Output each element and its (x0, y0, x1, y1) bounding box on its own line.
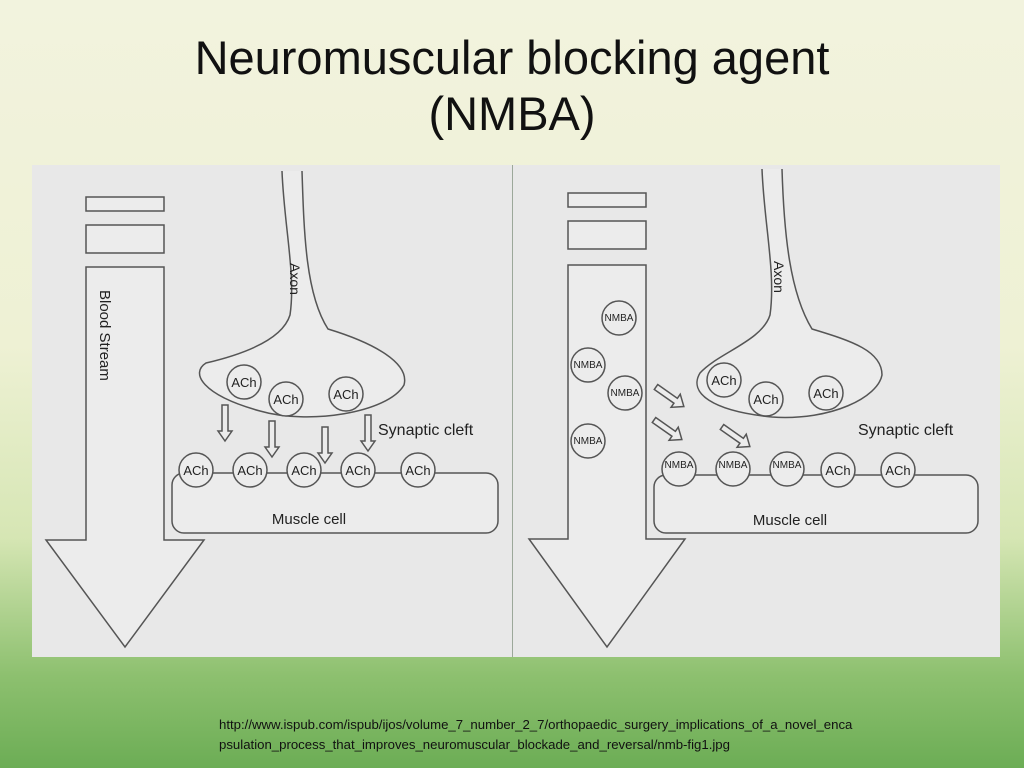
caption-line-2: psulation_process_that_improves_neuromus… (219, 737, 730, 752)
source-caption: http://www.ispub.com/ispub/ijos/volume_7… (219, 715, 1009, 755)
left-receptor-label-2: ACh (237, 463, 262, 478)
left-synaptic-cleft-label: Synaptic cleft (378, 422, 474, 439)
left-receptor-label-4: ACh (345, 463, 370, 478)
panel-divider (512, 165, 513, 657)
right-blood-nmba-label-1: NMBA (605, 313, 634, 324)
left-blood-stream-label: Blood Stream (96, 290, 113, 381)
right-synaptic-cleft-label: Synaptic cleft (858, 422, 954, 439)
right-blood-nmba-label-4: NMBA (574, 436, 603, 447)
left-receptor-label-3: ACh (291, 463, 316, 478)
title-line-2: (NMBA) (428, 87, 596, 140)
right-vesicle-label-2: ACh (753, 392, 778, 407)
left-receptor-3 (286, 452, 322, 488)
right-receptor-5 (880, 452, 916, 488)
left-release-arrow-2 (263, 420, 281, 459)
title-line-1: Neuromuscular blocking agent (194, 31, 830, 84)
left-vesicle-2 (268, 381, 304, 417)
right-blood-nmba-4 (570, 423, 606, 459)
right-receptor-4 (820, 452, 856, 488)
left-bloodstream-arrow (44, 266, 206, 649)
left-bloodstream-bar-large (85, 224, 165, 254)
left-vesicle-1 (226, 364, 262, 400)
left-panel: Blood Stream Axon ACh ACh ACh Synaptic c… (44, 170, 499, 649)
left-muscle-cell (171, 472, 499, 534)
left-receptor-1 (178, 452, 214, 488)
right-blood-nmba-3 (607, 375, 643, 411)
right-blood-nmba-2 (570, 347, 606, 383)
right-muscle-cell-label: Muscle cell (753, 512, 827, 529)
nmba-diagram: Blood Stream Axon ACh ACh ACh Synaptic c… (32, 165, 1000, 657)
right-receptor-label-3: NMBA (773, 460, 802, 471)
right-receptor-1 (661, 451, 697, 487)
right-vesicle-label-3: ACh (813, 386, 838, 401)
left-receptor-5 (400, 452, 436, 488)
right-receptor-label-1: NMBA (665, 460, 694, 471)
left-release-arrow-1 (216, 404, 234, 443)
right-vesicle-3 (808, 375, 844, 411)
right-bloodstream-arrow (527, 264, 687, 649)
left-release-arrow-3 (316, 426, 334, 465)
right-bloodstream-bar-large (567, 220, 647, 250)
right-receptor-label-5: ACh (885, 463, 910, 478)
left-bloodstream-bar-small (85, 196, 165, 212)
slide-title: Neuromuscular blocking agent (NMBA) (0, 30, 1024, 142)
right-blood-nmba-1 (601, 300, 637, 336)
right-receptor-label-4: ACh (825, 463, 850, 478)
left-vesicle-label-1: ACh (231, 375, 256, 390)
right-axon-terminal (696, 168, 883, 419)
diagram-canvas: Blood Stream Axon ACh ACh ACh Synaptic c… (44, 168, 979, 649)
left-receptor-label-5: ACh (405, 463, 430, 478)
right-receptor-3 (769, 451, 805, 487)
left-receptor-4 (340, 452, 376, 488)
right-receptor-2 (715, 451, 751, 487)
right-vesicle-2 (748, 381, 784, 417)
left-vesicle-label-2: ACh (273, 392, 298, 407)
right-axon-label: Axon (771, 261, 787, 293)
right-muscle-cell (653, 474, 979, 534)
right-receptor-label-2: NMBA (719, 460, 748, 471)
right-blood-nmba-label-3: NMBA (611, 388, 640, 399)
left-receptor-label-1: ACh (183, 463, 208, 478)
right-diffusion-arrow-3 (719, 423, 751, 449)
right-diffusion-arrow-2 (651, 416, 683, 442)
caption-line-1: http://www.ispub.com/ispub/ijos/volume_7… (219, 717, 853, 732)
left-receptor-2 (232, 452, 268, 488)
right-blood-nmba-label-2: NMBA (574, 360, 603, 371)
right-vesicle-label-1: ACh (711, 373, 736, 388)
left-muscle-cell-label: Muscle cell (272, 511, 346, 528)
right-panel: NMBA NMBA NMBA NMBA Axon ACh ACh ACh Syn… (527, 168, 979, 649)
left-axon-terminal (198, 170, 406, 418)
left-axon-label: Axon (287, 263, 303, 295)
left-release-arrow-4 (359, 414, 377, 453)
right-diffusion-arrow-1 (653, 383, 685, 409)
left-vesicle-label-3: ACh (333, 387, 358, 402)
right-bloodstream-bar-small (567, 192, 647, 208)
left-vesicle-3 (328, 376, 364, 412)
right-vesicle-1 (706, 362, 742, 398)
